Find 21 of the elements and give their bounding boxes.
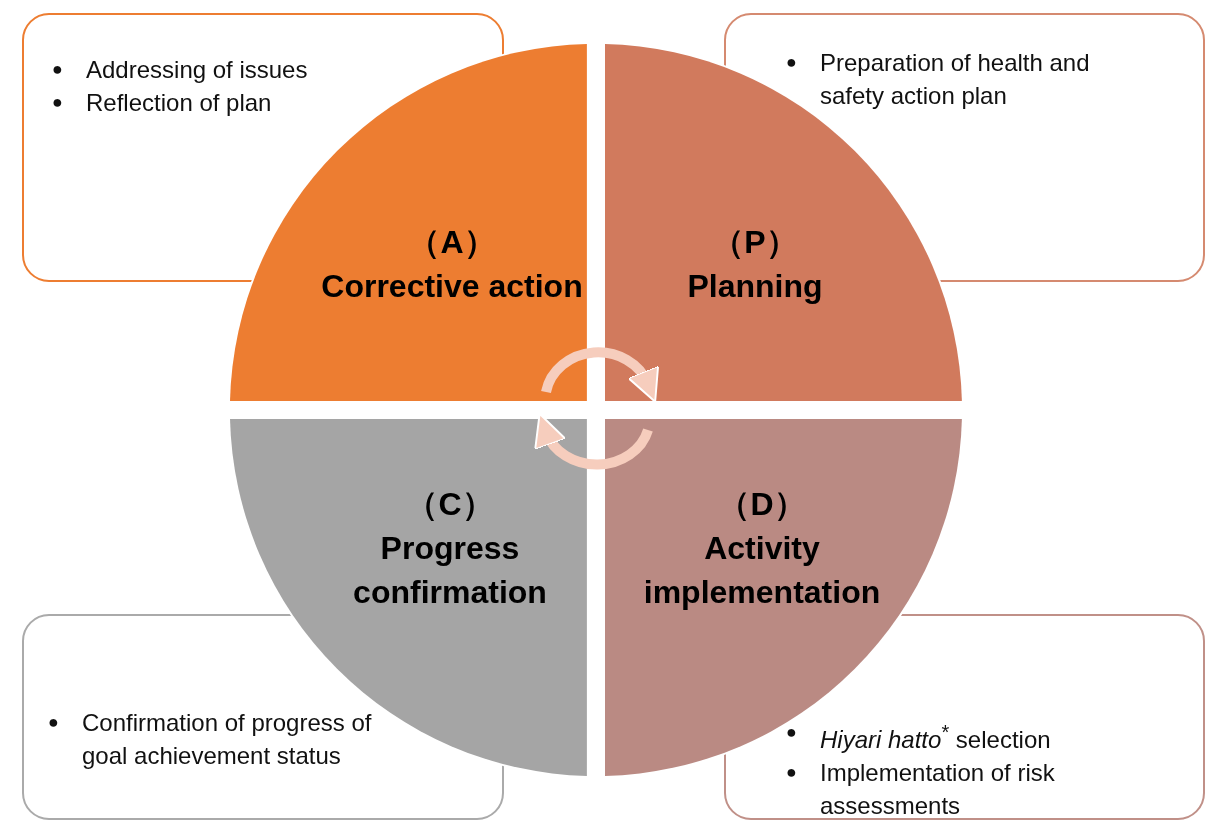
quadrant-title: Activity implementation xyxy=(642,529,882,612)
bullet-text: Confirmation of progress of goal achievement status xyxy=(82,708,373,771)
bullet-marker: ● xyxy=(48,711,60,734)
quadrant-title: Progress confirmation xyxy=(352,529,548,612)
bullet-text: Addressing of issues xyxy=(86,55,308,85)
quadrant-title: Planning xyxy=(687,267,823,306)
bullet-marker: ● xyxy=(786,721,798,744)
cycle-arrow xyxy=(535,413,653,470)
bullet-text: Implementation of risk assessments xyxy=(820,758,1056,820)
quadrant-title: Corrective action xyxy=(321,267,583,306)
quadrant-letter: （D） xyxy=(718,485,806,524)
bullet-marker: ● xyxy=(786,761,798,784)
quadrant-letter: （P） xyxy=(712,223,798,262)
bullet-text: Preparation of health and safety action plan xyxy=(820,48,1091,111)
bullet-marker: ● xyxy=(52,91,64,114)
bullet-marker: ● xyxy=(52,58,64,81)
bullet-marker: ● xyxy=(786,51,798,74)
quadrant-letter: （C） xyxy=(406,485,494,524)
bullet-text: Hiyari hatto$^{*}$ selection xyxy=(820,720,1051,755)
bullet-text: Reflection of plan xyxy=(86,88,272,118)
quadrant-letter: （A） xyxy=(408,223,496,262)
